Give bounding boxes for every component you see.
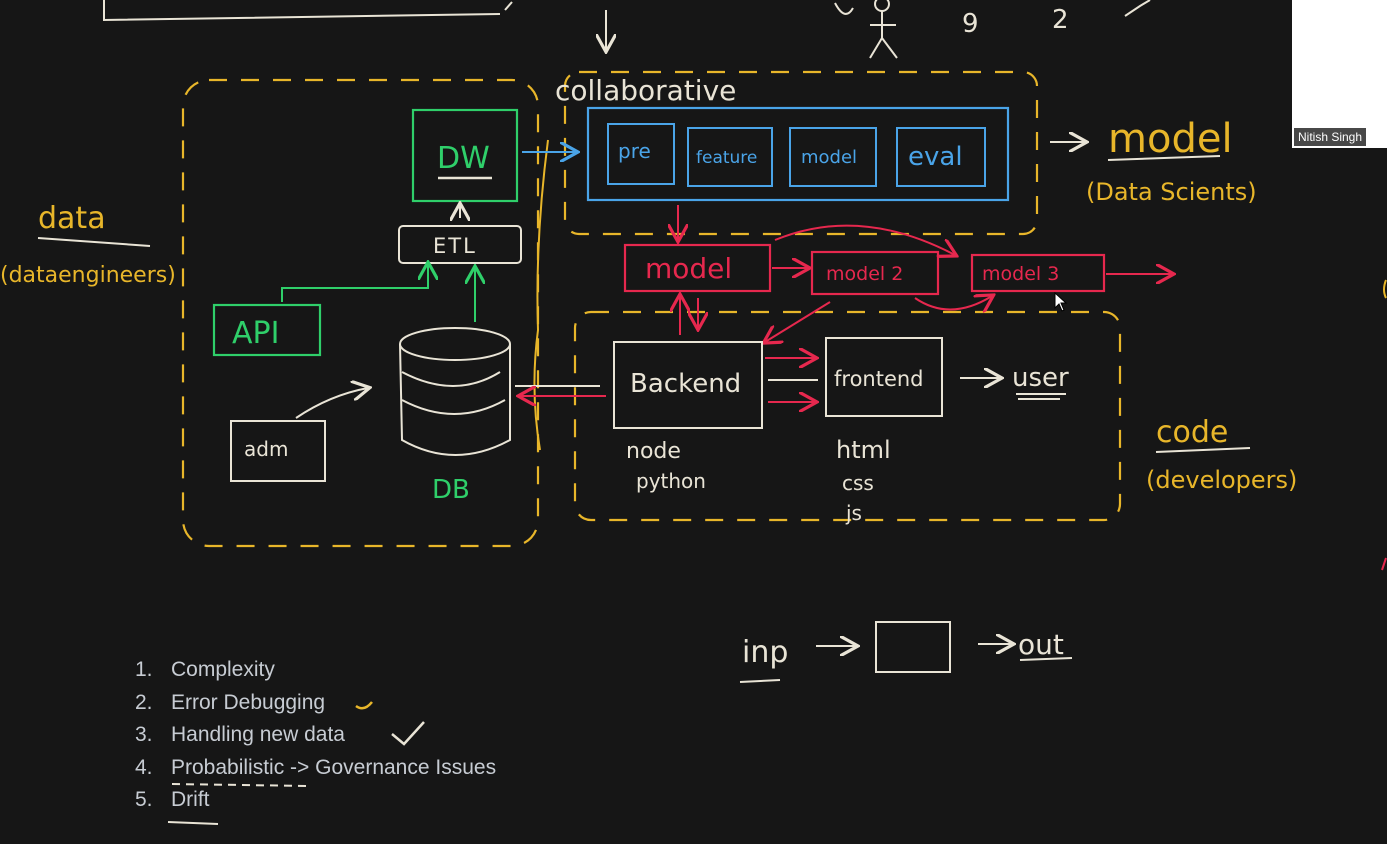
scribble-2: 2 [1052, 5, 1069, 35]
code-subtitle: (developers) [1146, 466, 1297, 494]
list-item-number: 3. [135, 723, 153, 746]
pipeline-step-model-label: model [801, 147, 857, 168]
out-label: out [1018, 628, 1064, 661]
list-item-number: 2. [135, 690, 153, 714]
list-item-text: Complexity [171, 658, 275, 681]
frontend-stack-js: js [845, 501, 862, 525]
database-icon [399, 327, 511, 456]
probabilistic-underline [171, 783, 311, 787]
inp-label: inp [742, 635, 788, 670]
db-label: DB [432, 475, 470, 505]
pipeline-step-eval-label: eval [908, 142, 963, 172]
api-label: API [232, 316, 279, 351]
pipeline-step-eval [896, 127, 986, 187]
pipeline-step-pre-label: pre [618, 139, 651, 163]
list-item: 4. Probabilistic -> Governance Issues [135, 752, 496, 785]
user-label: user [1012, 363, 1069, 393]
model-3-label: model 3 [982, 263, 1059, 285]
model-box [623, 243, 772, 293]
collaborative-label: collaborative [555, 74, 736, 107]
backend-stack-python: python [636, 469, 706, 493]
list-item-text: Drift [171, 788, 210, 811]
mouse-cursor-icon [1054, 292, 1068, 312]
backend-stack-node: node [626, 439, 681, 464]
backend-box [613, 341, 763, 429]
list-item-number: 4. [135, 755, 153, 779]
model-title: model [1108, 116, 1233, 162]
top-remnants [103, 0, 1151, 50]
backend-label: Backend [630, 369, 741, 399]
list-item: 5. Drift [135, 784, 496, 817]
data-subtitle: (dataengineers) [0, 263, 176, 288]
list-item-number: 5. [135, 788, 153, 811]
dw-label: DW [437, 141, 490, 176]
stick-figure-icon [869, 0, 898, 59]
model-box-label: model [645, 252, 732, 285]
model-subtitle: (Data Scients) [1086, 178, 1257, 206]
list-item-number: 1. [135, 658, 153, 681]
scribble-9: 9 [962, 9, 979, 39]
code-boundary [573, 310, 1122, 522]
list-item-text: Error Debugging [171, 690, 326, 714]
data-title: data [38, 201, 106, 236]
pipeline-step-model [789, 127, 877, 187]
yellow-divider [533, 139, 549, 451]
list-item-text: Probabilistic -> Governance Issues [171, 755, 497, 779]
model-2-box [810, 250, 940, 296]
participant-video-tile[interactable]: Nitish Singh [1292, 0, 1387, 148]
list-item: 3. Handling new data [135, 719, 496, 752]
model-2-label: model 2 [826, 263, 903, 285]
list-item: 1. Complexity [135, 654, 496, 687]
admin-box [230, 420, 326, 482]
list-item-text: Handling new data [171, 723, 345, 746]
slide-bullet-list: 1. Complexity 2. Error Debugging 3. Handlin… [135, 654, 496, 817]
api-box [212, 303, 322, 357]
pipeline-step-feature-label: feature [696, 148, 757, 168]
pipeline-box [586, 106, 1010, 202]
black-box-model [875, 621, 951, 673]
pipeline-step-pre [607, 123, 675, 185]
admin-label: adm [244, 437, 288, 461]
model-3-box [970, 253, 1106, 293]
frontend-stack-css: css [842, 471, 874, 495]
pipeline-step-feature [687, 127, 773, 187]
participant-name: Nitish Singh [1294, 128, 1367, 146]
list-item: 2. Error Debugging [135, 687, 496, 720]
frontend-stack-html: html [836, 436, 891, 464]
etl-label: ETL [433, 234, 477, 258]
drift-underline [167, 821, 219, 825]
code-title: code [1156, 415, 1228, 450]
etl-box [398, 225, 522, 264]
frontend-box [825, 337, 943, 417]
checkmark-icon [391, 721, 425, 746]
error-debugging-tick [355, 701, 373, 710]
frontend-label: frontend [834, 367, 924, 391]
